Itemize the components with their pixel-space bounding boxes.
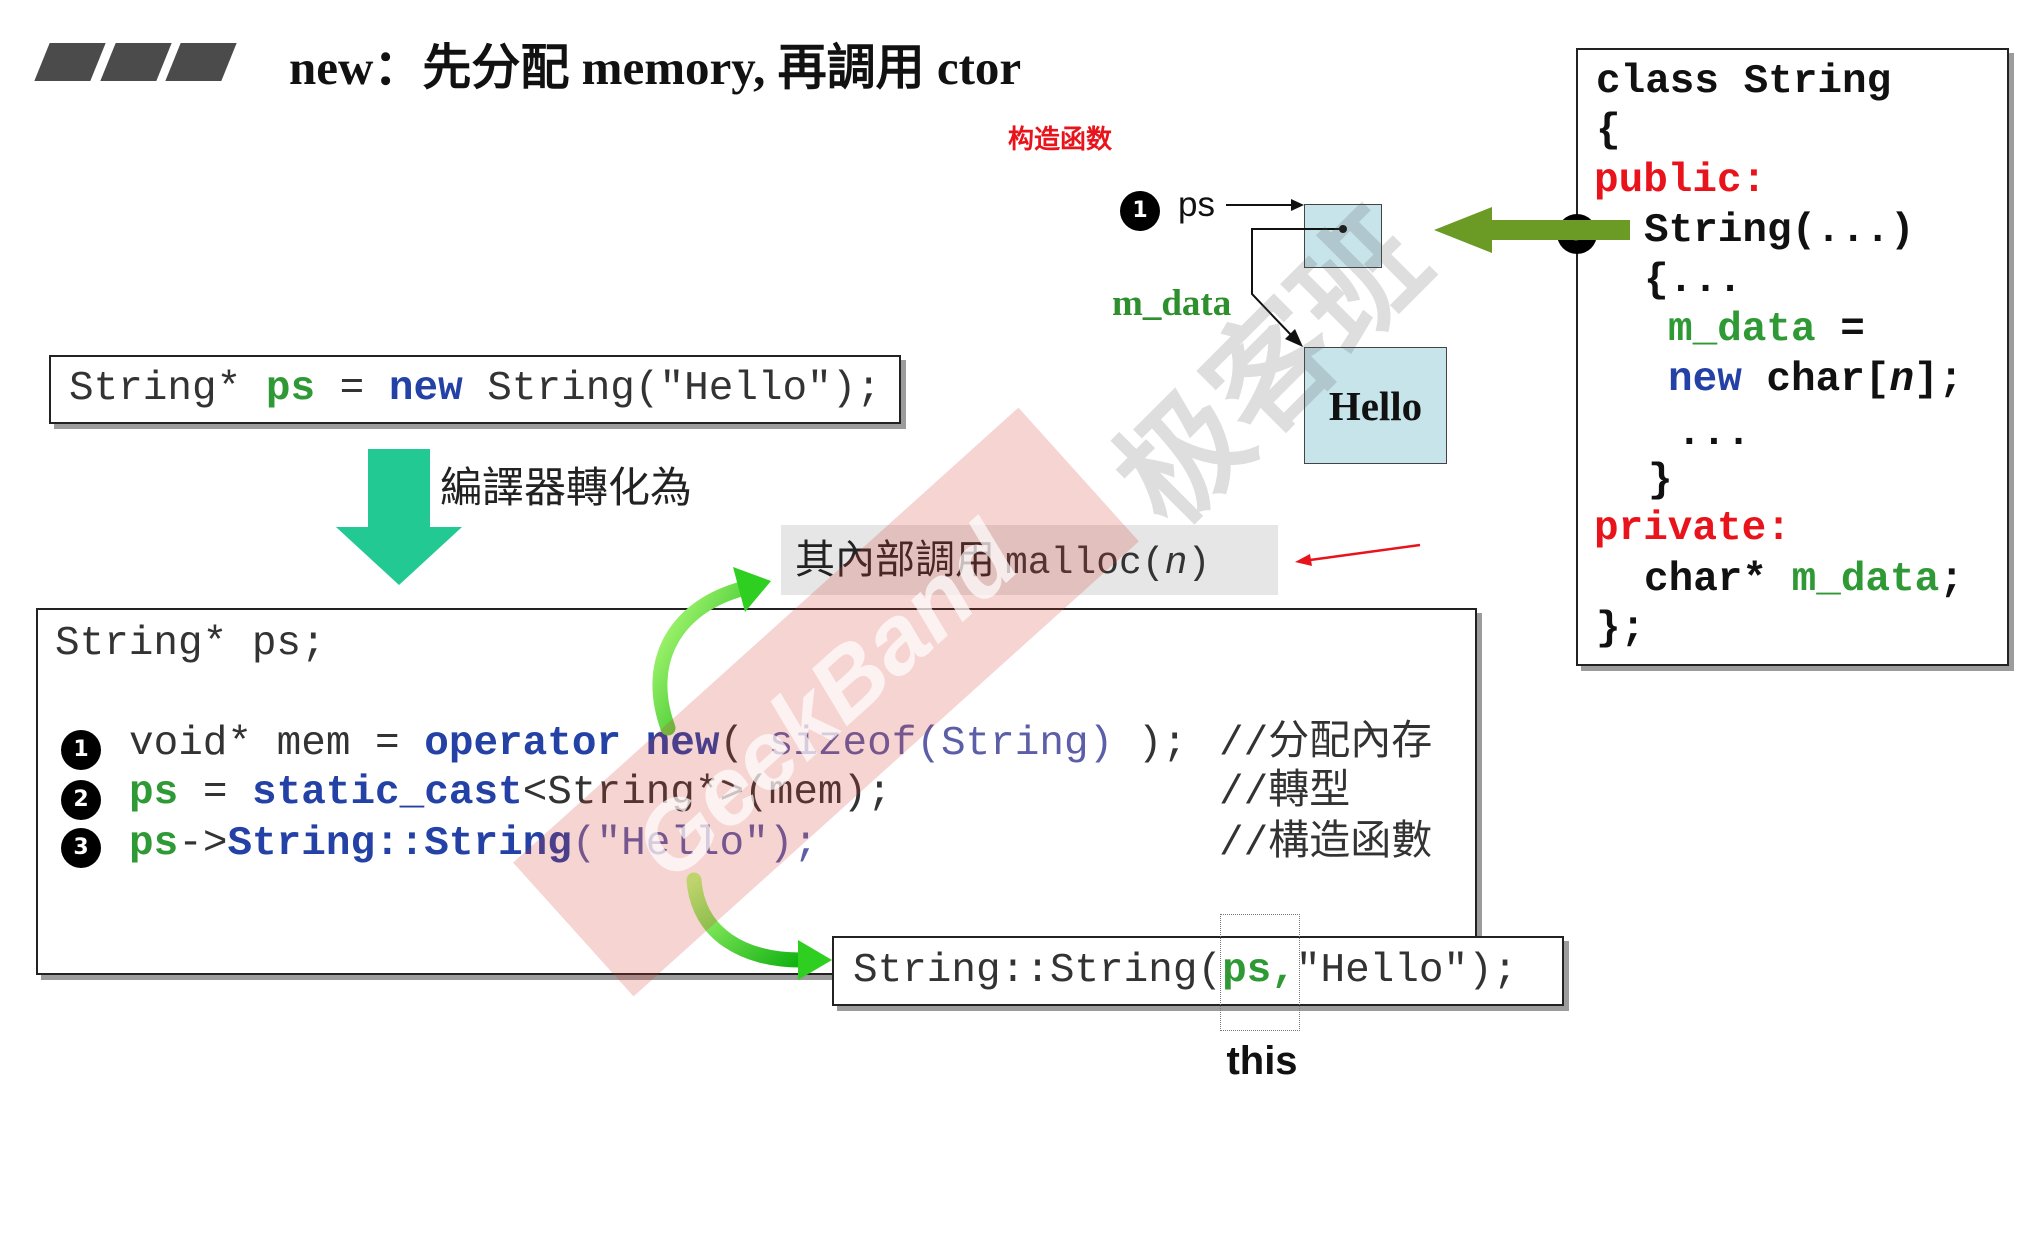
code-token: n	[1164, 542, 1188, 585]
variable-token: ps	[265, 366, 316, 412]
m-data-arrow-head	[1285, 329, 1303, 347]
code-line: {	[1596, 106, 1621, 156]
constructor-signature: String(...)	[1644, 208, 1915, 254]
code-token: =	[315, 366, 389, 412]
class-string-definition: class String { public: String(...) {... …	[1576, 48, 2009, 666]
code-line: private:	[1594, 504, 1791, 554]
heap-string-box: Hello	[1304, 347, 1447, 464]
variable-token: ps	[129, 821, 179, 867]
member-token: m_data	[1668, 307, 1816, 353]
code-line: class String	[1596, 57, 1891, 107]
code-token: <String*>(mem);	[522, 770, 892, 816]
step-2-badge: 2	[61, 780, 101, 820]
code-comment: //構造函數	[1219, 821, 1433, 867]
keyword-token: new	[1668, 357, 1742, 403]
code-line: String* ps = new String("Hello");	[69, 357, 881, 422]
step-3-badge: 3	[1557, 214, 1597, 254]
private-keyword: private:	[1594, 506, 1791, 552]
ps-pointer-label: ps	[1178, 185, 1215, 224]
code-line: m_data =	[1668, 305, 1865, 355]
code-line: void* mem = operator new( sizeof(String)…	[129, 719, 1187, 769]
code-token: void* mem =	[129, 721, 425, 767]
code-line: new char[n];	[1668, 355, 1963, 405]
title-decoration-bar	[165, 43, 237, 81]
code-token: {...	[1644, 258, 1743, 304]
code-comment: //轉型	[1219, 770, 1351, 816]
keyword-token: static_cast	[252, 770, 523, 816]
code-token: String("Hello");	[462, 366, 881, 412]
code-token: ;	[1939, 557, 1964, 603]
malloc-call: malloc(n)	[1005, 542, 1210, 585]
code-line: public:	[1594, 156, 1766, 206]
code-line: {...	[1644, 256, 1742, 306]
pointer-declaration: String* ps;	[55, 621, 326, 667]
title-decoration-bar	[100, 43, 172, 81]
code-line: String(...)	[1644, 206, 1915, 256]
step-1-badge: 1	[1120, 191, 1160, 231]
code-token: =	[1815, 307, 1865, 353]
code-token: {	[1596, 108, 1621, 154]
step-3-badge: 3	[61, 828, 101, 868]
code-token: =	[178, 770, 253, 816]
code-token: ->	[178, 821, 228, 867]
malloc-pointer-line	[1309, 543, 1421, 562]
code-token: malloc(	[1005, 542, 1165, 585]
compiler-transform-label: 編譯器轉化為	[440, 463, 693, 512]
code-line: ...	[1677, 409, 1751, 459]
code-line: String* ps;	[55, 619, 326, 669]
code-token: n	[1889, 357, 1915, 403]
new-expression-box: String* ps = new String("Hello");	[49, 355, 901, 424]
step-1-badge: 1	[61, 730, 101, 770]
code-token: }	[1648, 458, 1673, 504]
title-decoration-bar	[34, 43, 106, 81]
this-argument: ps,	[1222, 948, 1296, 994]
ctor-call-box: String::String(ps,"Hello");	[832, 936, 1564, 1006]
ps-arrow-head	[1291, 199, 1304, 211]
code-token: char*	[1644, 557, 1792, 603]
this-label: this	[1226, 1039, 1298, 1083]
red-annotation: 构造函数	[1008, 125, 1113, 155]
code-token: String*	[69, 366, 266, 412]
keyword-token: operator new	[424, 721, 720, 767]
code-comment: //分配內存	[1219, 721, 1433, 767]
variable-token: ps	[129, 770, 179, 816]
code-token: ...	[1677, 411, 1751, 457]
malloc-note-text: 其內部調用	[795, 537, 995, 583]
slide-title: new：先分配 memory, 再調用 ctor	[289, 40, 1022, 95]
code-line: String::String(ps,"Hello");	[853, 938, 1517, 1004]
code-line: ps = static_cast<String*>(mem);	[129, 768, 892, 818]
code-token: );	[1113, 721, 1187, 767]
code-line: }	[1648, 456, 1673, 506]
code-token: };	[1596, 606, 1646, 652]
code-line: ps->String::String("Hello");	[129, 819, 818, 869]
code-token: (	[719, 721, 769, 767]
code-token: ("Hello");	[571, 821, 818, 867]
keyword-token: new	[388, 366, 463, 412]
member-token: m_data	[1791, 557, 1940, 603]
malloc-pointer-head	[1295, 554, 1312, 566]
heap-string-value: Hello	[1328, 382, 1423, 429]
code-token: )	[1187, 542, 1211, 585]
public-keyword: public:	[1594, 158, 1767, 204]
code-line: };	[1596, 604, 1645, 654]
code-token: class String	[1596, 59, 1892, 105]
malloc-curve-arrow-head	[733, 567, 771, 612]
code-token: sizeof(String)	[768, 721, 1114, 767]
keyword-token: String::String	[227, 821, 572, 867]
ps-pointer-box	[1304, 204, 1382, 268]
m-data-label: m_data	[1112, 283, 1232, 324]
code-token: "Hello");	[1295, 948, 1518, 994]
code-token: char[	[1741, 357, 1890, 403]
this-highlight-frame	[1220, 914, 1300, 1031]
code-token: ];	[1914, 357, 1964, 403]
code-line: char* m_data;	[1644, 555, 1964, 605]
code-token: String::String(	[853, 948, 1223, 994]
